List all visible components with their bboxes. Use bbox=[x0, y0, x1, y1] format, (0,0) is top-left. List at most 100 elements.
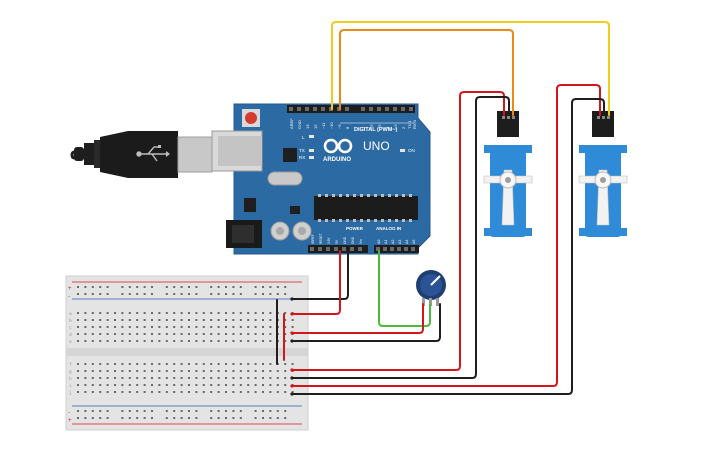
breadboard-hole bbox=[180, 410, 183, 412]
breadboard-hole bbox=[91, 326, 94, 328]
breadboard-hole bbox=[269, 384, 272, 386]
breadboard-hole bbox=[165, 363, 168, 365]
breadboard-hole bbox=[91, 333, 94, 335]
breadboard-hole bbox=[210, 293, 213, 295]
breadboard-hole bbox=[225, 319, 227, 321]
reset-button bbox=[242, 109, 260, 127]
breadboard-hole bbox=[262, 312, 264, 314]
breadboard-hole bbox=[106, 370, 109, 372]
breadboard-hole bbox=[114, 326, 116, 328]
breadboard-hole bbox=[128, 417, 131, 419]
breadboard-hole bbox=[291, 326, 294, 328]
breadboard-hole bbox=[173, 293, 176, 295]
digital-pin-label: RX 0 bbox=[412, 119, 417, 129]
digital-label: DIGITAL (PWM~) bbox=[354, 127, 398, 133]
breadboard-hole bbox=[143, 326, 146, 328]
breadboard-hole bbox=[99, 370, 102, 372]
breadboard-hole bbox=[180, 293, 183, 295]
digital-pin-label: GND bbox=[297, 120, 302, 129]
breadboard-hole bbox=[225, 340, 227, 342]
breadboard-hole bbox=[114, 377, 116, 379]
breadboard-hole bbox=[106, 319, 109, 321]
breadboard-hole bbox=[136, 319, 139, 321]
breadboard-hole bbox=[262, 391, 264, 393]
digital-pin-label: ~9 bbox=[337, 124, 342, 129]
breadboard-hole bbox=[195, 326, 198, 328]
breadboard-hole bbox=[202, 370, 205, 372]
breadboard-hole bbox=[128, 326, 131, 328]
breadboard-hole bbox=[151, 312, 153, 314]
breadboard-hole bbox=[77, 312, 79, 314]
breadboard-hole bbox=[239, 286, 242, 288]
svg-text:i: i bbox=[69, 383, 72, 389]
breadboard-hole bbox=[84, 417, 87, 419]
breadboard-hole bbox=[262, 340, 264, 342]
servo-motor-2 bbox=[578, 111, 628, 237]
breadboard-hole bbox=[121, 363, 124, 365]
breadboard-hole bbox=[269, 340, 272, 342]
wire-black-servo2-gnd bbox=[291, 98, 605, 395]
breadboard-hole bbox=[173, 417, 176, 419]
breadboard-hole bbox=[202, 319, 205, 321]
breadboard-hole bbox=[84, 286, 87, 288]
breadboard-hole bbox=[99, 363, 102, 365]
breadboard-hole bbox=[217, 384, 220, 386]
breadboard-hole bbox=[91, 391, 94, 393]
breadboard-hole bbox=[276, 286, 279, 288]
breadboard-hole bbox=[217, 363, 220, 365]
servo-motor-1 bbox=[483, 111, 533, 237]
breadboard: + - a b c d e f g h i j - + bbox=[65, 275, 309, 431]
breadboard-hole bbox=[165, 312, 168, 314]
breadboard-hole bbox=[143, 370, 146, 372]
breadboard-hole bbox=[84, 370, 87, 372]
breadboard-hole bbox=[121, 326, 124, 328]
breadboard-hole bbox=[232, 286, 235, 288]
breadboard-hole bbox=[254, 384, 257, 386]
breadboard-hole bbox=[276, 377, 279, 379]
breadboard-hole bbox=[136, 363, 139, 365]
breadboard-hole bbox=[284, 319, 287, 321]
breadboard-hole bbox=[210, 286, 213, 288]
svg-text:+: + bbox=[68, 418, 72, 424]
breadboard-hole bbox=[232, 410, 235, 412]
wire-orange-servo1-signal bbox=[339, 29, 514, 116]
breadboard-hole bbox=[136, 326, 139, 328]
breadboard-hole bbox=[91, 410, 94, 412]
breadboard-hole bbox=[106, 384, 109, 386]
breadboard-hole bbox=[269, 417, 272, 419]
breadboard-hole bbox=[143, 391, 146, 393]
breadboard-hole bbox=[239, 377, 242, 379]
breadboard-hole bbox=[99, 417, 102, 419]
breadboard-hole bbox=[99, 377, 102, 379]
breadboard-hole bbox=[121, 286, 124, 288]
breadboard-hole bbox=[247, 319, 250, 321]
breadboard-hole bbox=[262, 293, 264, 295]
breadboard-hole bbox=[254, 370, 257, 372]
breadboard-hole bbox=[247, 391, 250, 393]
digital-pin-label: ~5 bbox=[377, 124, 382, 129]
breadboard-hole bbox=[232, 377, 235, 379]
svg-text:b: b bbox=[69, 318, 72, 324]
svg-text:h: h bbox=[69, 376, 72, 382]
breadboard-hole bbox=[77, 410, 79, 412]
breadboard-hole bbox=[239, 319, 242, 321]
breadboard-hole bbox=[121, 319, 124, 321]
breadboard-hole bbox=[158, 319, 161, 321]
breadboard-hole bbox=[151, 326, 153, 328]
breadboard-hole bbox=[151, 391, 153, 393]
breadboard-hole bbox=[99, 410, 102, 412]
breadboard-hole bbox=[269, 286, 272, 288]
breadboard-hole bbox=[188, 377, 190, 379]
breadboard-hole bbox=[239, 340, 242, 342]
breadboard-hole bbox=[225, 417, 227, 419]
breadboard-hole bbox=[114, 312, 116, 314]
breadboard-hole bbox=[225, 333, 227, 335]
breadboard-hole bbox=[91, 377, 94, 379]
breadboard-hole bbox=[262, 377, 264, 379]
breadboard-hole bbox=[165, 377, 168, 379]
breadboard-hole bbox=[202, 340, 205, 342]
svg-text:A4: A4 bbox=[405, 240, 409, 244]
breadboard-hole bbox=[114, 340, 116, 342]
breadboard-hole bbox=[77, 370, 79, 372]
svg-text:g: g bbox=[69, 370, 72, 375]
